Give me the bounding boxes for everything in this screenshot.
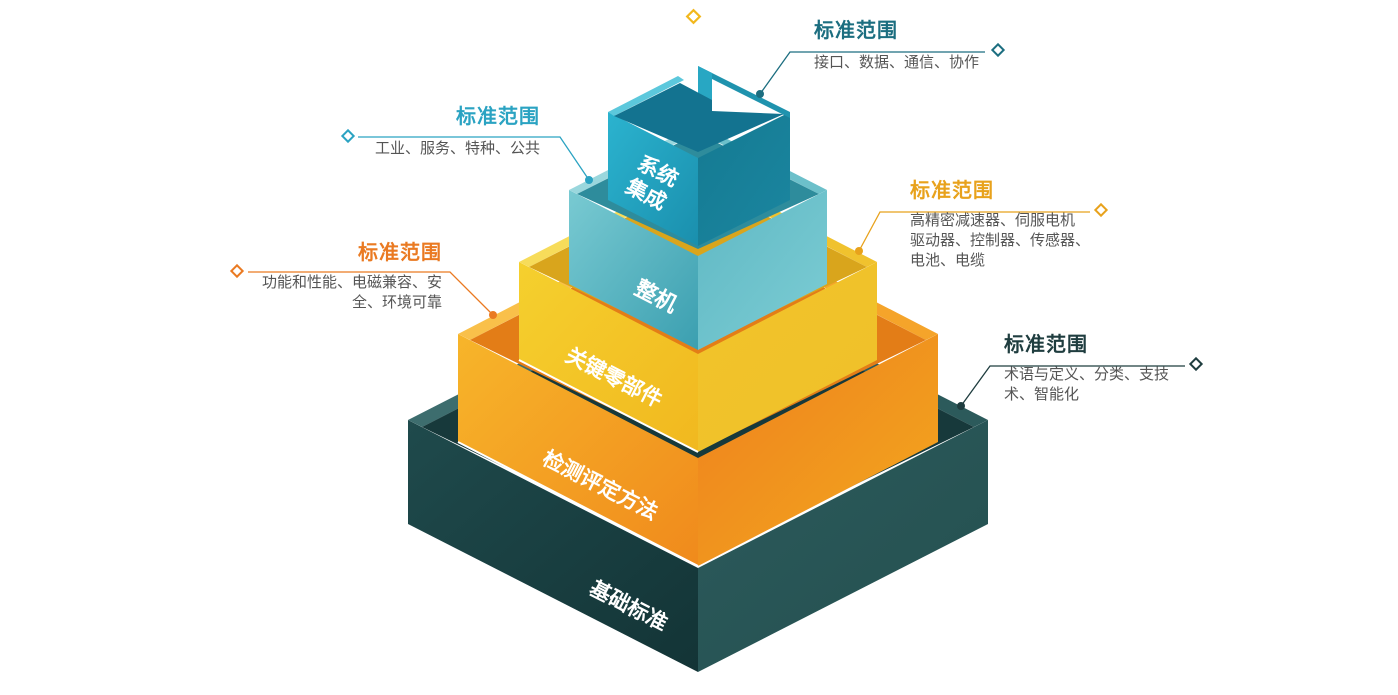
integration-front-left — [608, 112, 698, 246]
components-front-left — [519, 262, 698, 452]
machine-front-left — [569, 190, 698, 350]
dot-components — [855, 247, 863, 255]
diamond-testing — [229, 263, 245, 279]
callout-machine: 标准范围 工业、服务、特种、公共 — [300, 104, 540, 158]
callout-components-title: 标准范围 — [910, 178, 994, 202]
callout-integration: 标准范围 接口、数据、通信、协作 — [814, 18, 979, 72]
diamond-machine — [340, 128, 356, 144]
machine-front-right — [698, 190, 827, 350]
layer-integration — [608, 66, 790, 246]
callout-testing-title: 标准范围 — [358, 240, 442, 264]
diamond-top-accent — [685, 8, 702, 25]
callout-machine-title: 标准范围 — [456, 104, 540, 128]
callout-integration-text: 接口、数据、通信、协作 — [814, 53, 980, 71]
connector-machine — [358, 136, 590, 181]
components-front-right — [698, 262, 877, 452]
diamond-integration — [990, 42, 1006, 58]
diamond-components — [1093, 202, 1109, 218]
callout-foundation-title: 标准范围 — [1004, 332, 1088, 356]
diamond-foundation — [1188, 356, 1204, 372]
integration-top-left-rim — [608, 76, 684, 116]
callout-foundation: 标准范围 术语与定义、分类、支技 术、智能化 — [1004, 332, 1169, 404]
connector-testing — [248, 271, 494, 316]
integration-inner — [614, 83, 784, 152]
foundation-front-left — [408, 420, 698, 672]
connector-components — [858, 211, 1090, 252]
connector-foundation — [960, 365, 1185, 407]
dot-integration — [756, 90, 764, 98]
connector-integration — [759, 51, 985, 95]
integration-front-right — [698, 112, 790, 246]
callout-testing-text: 功能和性能、电磁兼容、安 全、环境可靠 — [261, 273, 442, 311]
foundation-front-right — [698, 420, 988, 672]
callout-foundation-text: 术语与定义、分类、支技 术、智能化 — [1004, 365, 1170, 403]
callout-integration-title: 标准范围 — [814, 18, 898, 42]
components-edge-highlight — [518, 359, 699, 453]
testing-front-left — [458, 334, 698, 566]
callout-components-text: 高精密减速器、伺服电机 驱动器、控制器、传感器、 电池、电缆 — [910, 211, 1091, 269]
dot-machine — [585, 176, 593, 184]
dot-testing — [489, 311, 497, 319]
integration-back-wall — [698, 66, 790, 118]
testing-edge-highlight — [457, 441, 699, 567]
connectors — [229, 8, 1204, 410]
dot-foundation — [957, 402, 965, 410]
callout-testing: 标准范围 功能和性能、电磁兼容、安 全、环境可靠 — [222, 240, 442, 312]
callout-machine-text: 工业、服务、特种、公共 — [374, 139, 540, 157]
testing-front-right — [698, 334, 938, 566]
callout-components: 标准范围 高精密减速器、伺服电机 驱动器、控制器、传感器、 电池、电缆 — [910, 178, 1090, 270]
